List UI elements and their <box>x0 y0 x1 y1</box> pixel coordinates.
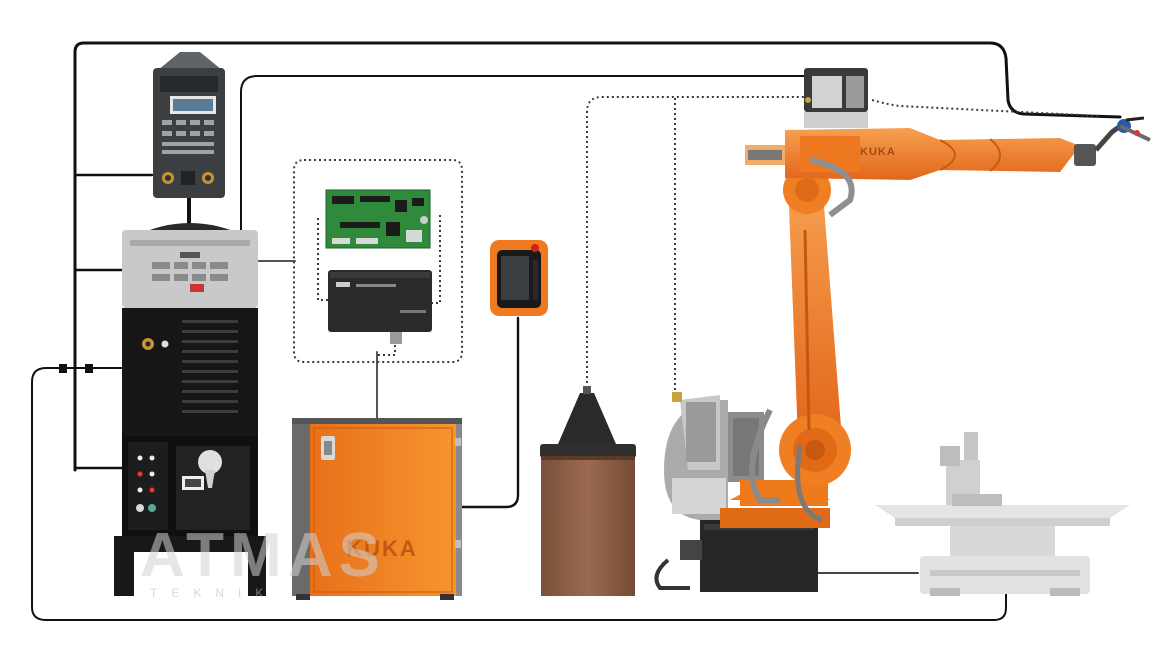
robot-arm-brand-label: KUKA <box>860 146 896 158</box>
pendant-cable <box>460 316 520 509</box>
welding-torch-icon <box>1094 116 1151 152</box>
workpiece-positioner-icon <box>875 432 1130 596</box>
industrial-robot-arm-icon: KUKA <box>720 128 1096 528</box>
cable-network <box>31 41 1122 621</box>
cable-clamp-1 <box>59 364 67 373</box>
robot-power-cable <box>240 75 806 231</box>
welding-power-source-icon <box>122 223 258 436</box>
bus-coupler-module-icon <box>328 270 432 344</box>
controller-brand-label: KUKA <box>346 536 418 561</box>
teach-pendant-icon <box>490 240 548 316</box>
hose-package-cable <box>73 41 1122 472</box>
wire-feeder-icon <box>114 436 266 596</box>
ground-return-cable <box>31 367 1007 621</box>
signal-lines <box>293 96 1101 395</box>
wire-feeder-remote-icon <box>153 52 225 198</box>
interface-board-icon <box>325 189 431 249</box>
module-to-bus-line <box>377 340 396 356</box>
robot-wire-feeder-icon <box>804 68 868 128</box>
cable-clamp-2 <box>85 364 93 373</box>
module-to-board-line <box>432 215 441 304</box>
torch-cleaning-station-icon <box>654 392 818 592</box>
torch-signal-line <box>871 99 1101 117</box>
wire-drum-signal-line <box>586 96 808 388</box>
robot-controller-cabinet-icon: KUKA <box>292 418 462 600</box>
wire-drum-icon <box>540 386 636 596</box>
board-to-module-line <box>317 218 328 301</box>
